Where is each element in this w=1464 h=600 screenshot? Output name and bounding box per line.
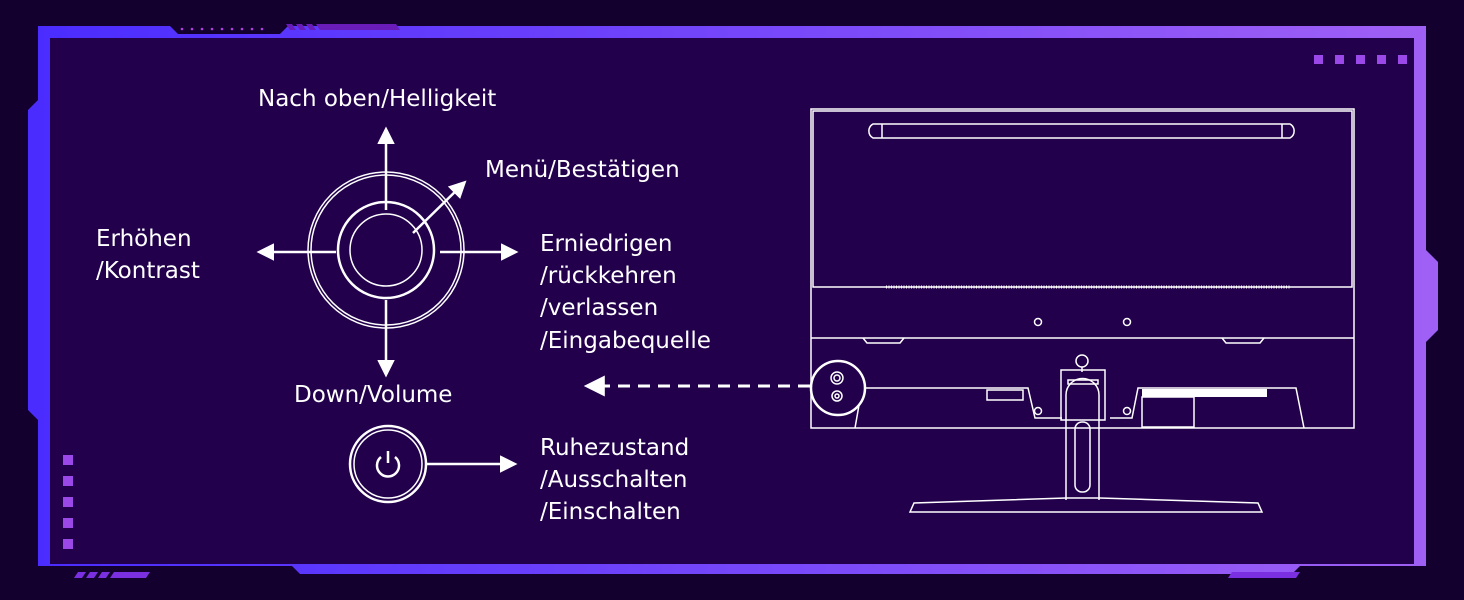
label-up: Nach oben/Helligkeit bbox=[258, 86, 496, 112]
corner-squares-bottom-left bbox=[63, 455, 73, 549]
arrow-menu bbox=[412, 180, 467, 234]
label-power-3: /Einschalten bbox=[540, 499, 681, 525]
direction-arrows bbox=[256, 126, 519, 378]
label-right-1: Erniedrigen bbox=[540, 231, 672, 257]
label-menu: Menü/Bestätigen bbox=[485, 157, 680, 183]
button-callout-circle bbox=[809, 359, 867, 417]
label-power-2: /Ausschalten bbox=[540, 467, 687, 493]
label-power-1: Ruhezustand bbox=[540, 435, 689, 461]
label-right-2: /rückkehren bbox=[540, 263, 677, 289]
label-left-1: Erhöhen bbox=[96, 226, 192, 252]
label-right-3: /verlassen bbox=[540, 295, 658, 321]
label-down: Down/Volume bbox=[294, 382, 452, 408]
power-icon bbox=[348, 424, 518, 504]
monitor-back-icon bbox=[809, 108, 1355, 513]
label-right-4: /Eingabequelle bbox=[540, 328, 711, 354]
corner-squares-top-right bbox=[1314, 55, 1407, 64]
decorative-frame bbox=[28, 24, 1438, 578]
label-left-2: /Kontrast bbox=[96, 258, 200, 284]
